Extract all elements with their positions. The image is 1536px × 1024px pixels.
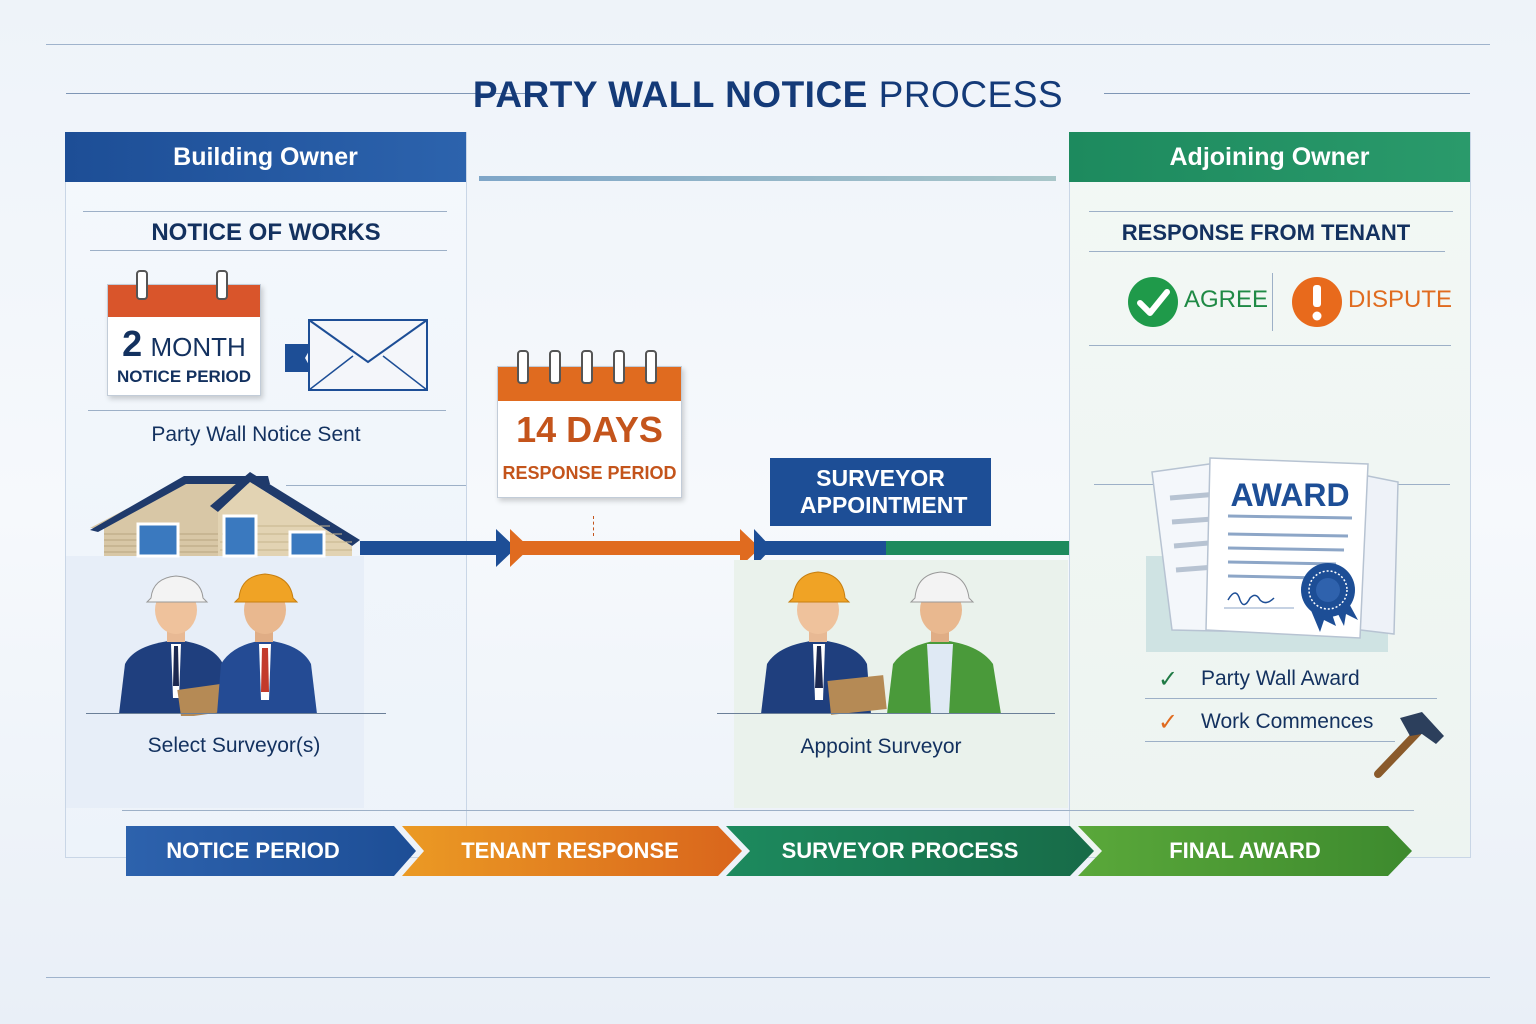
title-rule-left [66, 93, 532, 94]
calendar-icon: 2 MONTH NOTICE PERIOD [107, 284, 261, 396]
checklist-item: ✓ Work Commences [1158, 708, 1448, 738]
calendar-ring [136, 270, 148, 300]
center-rule [717, 713, 1055, 714]
party-wall-notice-sent-caption: Party Wall Notice Sent [151, 423, 361, 446]
stage-notice-period: NOTICE PERIOD [166, 838, 340, 863]
award-title: AWARD [1230, 477, 1349, 513]
left-rule-1 [83, 211, 447, 212]
calendar-unit: MONTH [150, 332, 246, 362]
stage-chevron-bar [126, 826, 1412, 876]
title-bold: PARTY WALL NOTICE [472, 74, 868, 115]
select-surveyor-caption: Select Surveyor(s) [147, 734, 321, 757]
right-rule-3 [1089, 345, 1451, 346]
calendar-ring [517, 350, 529, 384]
right-rule-1 [1089, 211, 1453, 212]
calendar-ring [216, 270, 228, 300]
calendar-caption: NOTICE PERIOD [116, 367, 252, 386]
checklist-label: Work Commences [1201, 710, 1374, 733]
calendar-ring [645, 350, 657, 384]
response-days-label: 14 DAYS [516, 409, 663, 450]
surveyor-pair-icon [119, 573, 317, 716]
check-icon: ✓ [1158, 709, 1179, 736]
checklist-rule [1145, 698, 1437, 699]
response-from-tenant-title: RESPONSE FROM TENANT [1121, 220, 1411, 245]
title-regular: PROCESS [878, 74, 1064, 115]
response-calendar-icon: 14 DAYS RESPONSE PERIOD [497, 366, 682, 498]
surveyor-appointment-box: SURVEYOR APPOINTMENT [770, 458, 991, 526]
calendar-ring [581, 350, 593, 384]
calendar-number: 2 [122, 323, 143, 364]
dispute-label: DISPUTE [1348, 286, 1453, 313]
left-rule-5 [86, 713, 386, 714]
check-icon: ✓ [1158, 666, 1179, 693]
left-rule-3 [88, 410, 446, 411]
calendar-dash [593, 516, 595, 536]
house-icon [90, 472, 360, 558]
right-rule-2 [1089, 251, 1445, 252]
adjoining-owner-header: Adjoining Owner [1069, 132, 1470, 182]
appoint-surveyor-caption: Appoint Surveyor [800, 735, 962, 758]
checklist-item: ✓ Party Wall Award [1158, 665, 1448, 695]
check-circle-icon [1128, 277, 1178, 327]
top-border [46, 44, 1490, 45]
hammer-icon [1374, 712, 1444, 778]
page-title: PARTY WALL NOTICE PROCESS [0, 74, 1536, 116]
left-rule-4 [286, 485, 466, 486]
checklist-rule [1145, 741, 1395, 742]
title-rule-right [1104, 93, 1470, 94]
stage-surveyor-process: SURVEYOR PROCESS [781, 838, 1019, 863]
building-owner-header: Building Owner [65, 132, 466, 182]
stages-rule [122, 810, 1414, 811]
surveyor-pair-icon [761, 571, 1001, 715]
bottom-border [46, 977, 1490, 978]
checklist-label: Party Wall Award [1201, 667, 1360, 690]
award-document-icon: AWARD [1151, 457, 1399, 639]
response-divider [1272, 273, 1273, 331]
notice-of-works-title: NOTICE OF WORKS [151, 219, 381, 246]
calendar-ring [549, 350, 561, 384]
exclamation-circle-icon [1292, 277, 1342, 327]
calendar-ring [613, 350, 625, 384]
stage-final-award: FINAL AWARD [1169, 838, 1321, 863]
agree-label: AGREE [1184, 286, 1269, 313]
response-period-label: RESPONSE PERIOD [502, 463, 677, 483]
left-rule-2 [90, 250, 447, 251]
stage-tenant-response: TENANT RESPONSE [461, 838, 679, 863]
envelope-icon [285, 319, 428, 391]
center-divider-bar [479, 176, 1056, 181]
